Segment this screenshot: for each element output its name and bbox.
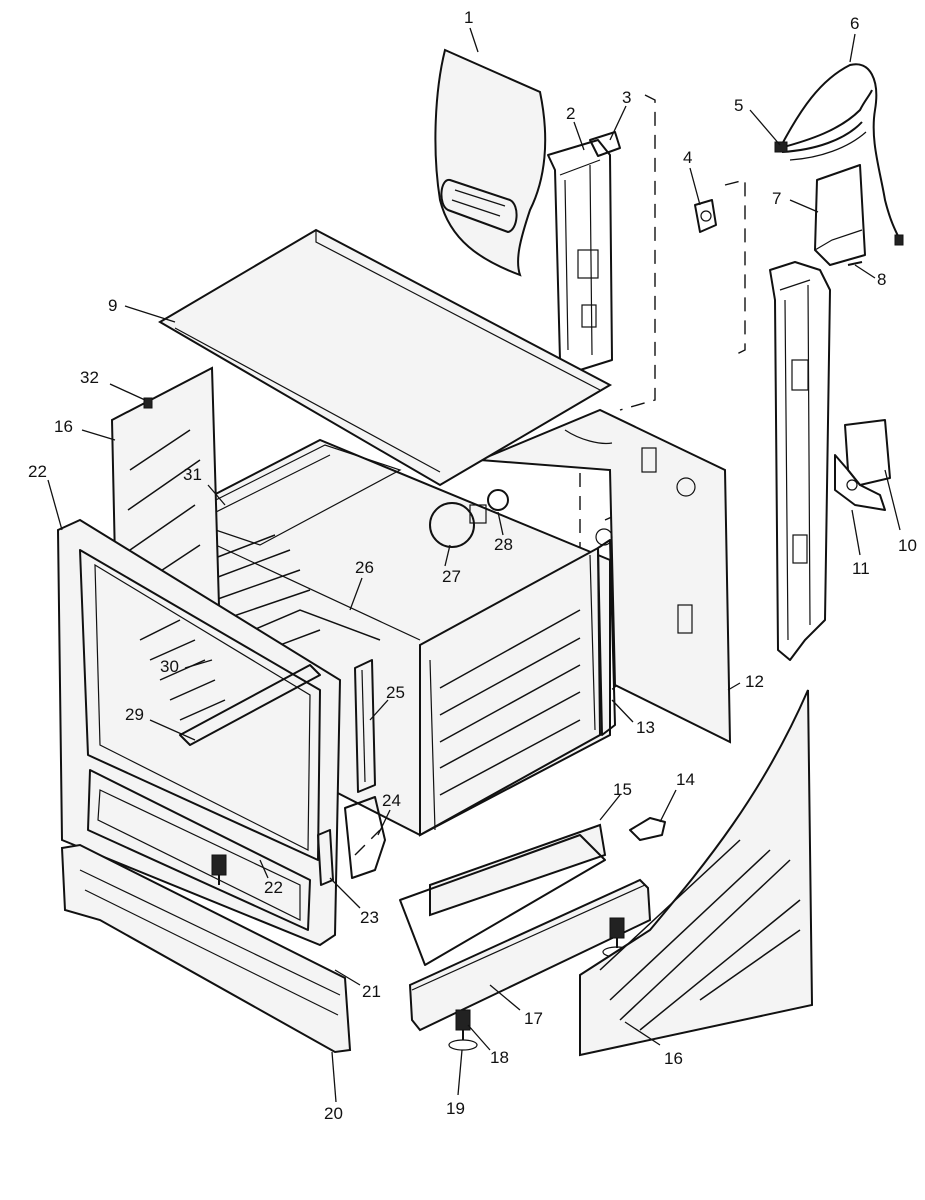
part-17-kick-rail — [408, 878, 652, 1032]
callout-14: 14 — [676, 770, 695, 789]
part-27-lamp — [429, 502, 487, 548]
callout-23: 23 — [360, 908, 379, 927]
part-7-cover — [814, 164, 866, 266]
part-13-side-trim — [597, 539, 616, 736]
callout-13: 13 — [636, 718, 655, 737]
callout-24: 24 — [382, 791, 401, 810]
callout-2: 2 — [566, 104, 575, 123]
part-25-strip — [354, 659, 376, 793]
part-23-strip — [317, 829, 334, 886]
callout-29: 29 — [125, 705, 144, 724]
callout-4: 4 — [683, 148, 692, 167]
part-10-11-bracket — [834, 419, 891, 511]
callout-10: 10 — [898, 536, 917, 555]
callout-11: 11 — [852, 559, 870, 578]
part-22-front-frame — [56, 518, 342, 947]
part-26-rail — [179, 664, 321, 746]
part-32-screw — [143, 397, 153, 409]
part-16-right-side-panel — [579, 689, 814, 1057]
callout-17: 17 — [524, 1009, 543, 1028]
callout-27: 27 — [442, 567, 461, 586]
part-15-bottom-panel — [399, 823, 607, 966]
callout-9: 9 — [108, 296, 117, 315]
part-8-clip — [847, 261, 863, 266]
part-2-3-rear-channel — [547, 131, 621, 371]
callout-12: 12 — [745, 672, 764, 691]
part-24-bracket — [344, 796, 386, 879]
callout-26: 26 — [355, 558, 374, 577]
right-rear-channel — [769, 261, 831, 661]
part-4-clip — [694, 199, 717, 233]
callout-3: 3 — [622, 88, 631, 107]
callout-28: 28 — [494, 535, 513, 554]
callout-6: 6 — [850, 14, 859, 33]
leader-lines — [47, 27, 901, 1103]
callout-5: 5 — [734, 96, 743, 115]
callout-16-right: 16 — [664, 1049, 683, 1068]
callout-25: 25 — [386, 683, 405, 702]
callout-22-top: 22 — [28, 462, 47, 481]
callout-1: 1 — [464, 8, 473, 27]
callout-19: 19 — [446, 1099, 465, 1118]
callout-labels: 1 2 3 4 5 6 7 8 9 10 11 12 13 14 15 16 1… — [28, 8, 917, 1123]
part-14-clip — [629, 817, 666, 841]
part-28-socket — [487, 489, 509, 511]
callout-8: 8 — [877, 270, 886, 289]
part-1-flue-cover — [434, 48, 547, 277]
part-5-6-wire-harness — [774, 63, 904, 246]
callout-32: 32 — [80, 368, 99, 387]
part-29-30-glass-lines — [139, 619, 226, 721]
callout-30: 30 — [160, 657, 179, 676]
callout-20: 20 — [324, 1104, 343, 1123]
callout-15: 15 — [613, 780, 632, 799]
part-31-inner-top — [178, 444, 402, 546]
callout-16-left: 16 — [54, 417, 73, 436]
part-20-21-front-panel — [60, 843, 352, 1054]
callout-31: 31 — [183, 465, 202, 484]
callout-18: 18 — [490, 1048, 509, 1067]
callout-22-bottom: 22 — [264, 878, 283, 897]
callout-7: 7 — [772, 189, 781, 208]
callout-21: 21 — [362, 982, 381, 1001]
oven-right-side-panel — [419, 546, 602, 837]
part-9-top-panel — [158, 228, 613, 487]
